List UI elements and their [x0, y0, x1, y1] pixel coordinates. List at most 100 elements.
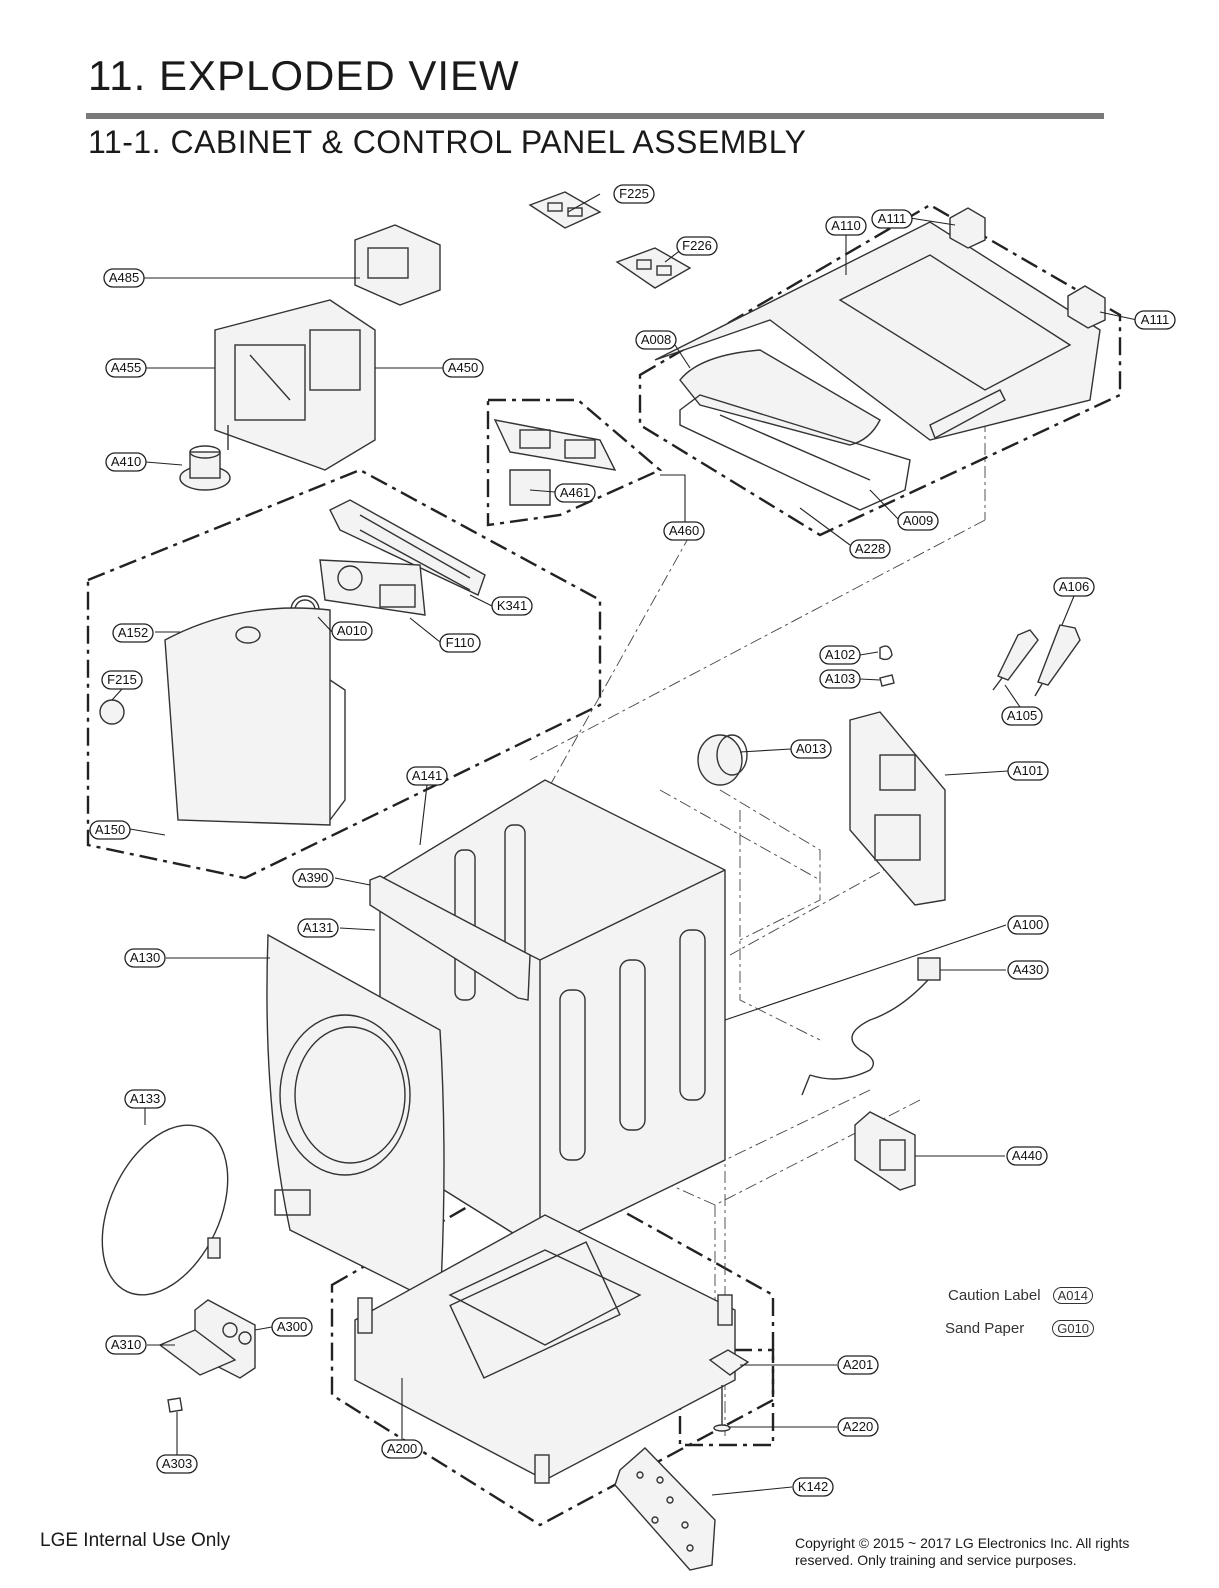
- callout-a133: A133: [124, 1089, 166, 1109]
- svg-text:A310: A310: [111, 1337, 141, 1352]
- power-cord-a430: [801, 957, 941, 1096]
- callout-a485: A485: [103, 268, 145, 288]
- callout-a152: A152: [112, 623, 154, 643]
- callout-a013: A013: [790, 739, 832, 759]
- door-panel-group-outline: [86, 468, 602, 880]
- svg-text:A220: A220: [843, 1419, 873, 1434]
- svg-text:A105: A105: [1007, 708, 1037, 723]
- svg-text:A133: A133: [130, 1091, 160, 1106]
- svg-text:A200: A200: [387, 1441, 417, 1456]
- title-rule: [86, 113, 1104, 119]
- svg-text:A111: A111: [878, 211, 906, 226]
- front-cover-a130: [266, 933, 445, 1307]
- callout-a111-right: A111: [1134, 310, 1176, 330]
- callout-a300: A300: [271, 1317, 313, 1337]
- callout-a106: A106: [1053, 577, 1095, 597]
- svg-text:A485: A485: [109, 270, 139, 285]
- knob-f215: [99, 699, 125, 725]
- foot-group-outline: [678, 1348, 775, 1447]
- leveling-foot-a220: [713, 1385, 731, 1432]
- control-panel-a008: [679, 349, 911, 511]
- control-pcb-f110: [319, 559, 426, 616]
- callout-a110: A110: [825, 216, 867, 236]
- callout-a130: A130: [124, 948, 166, 968]
- legend-label: Sand Paper: [945, 1320, 1025, 1337]
- callout-a228: A228: [849, 539, 891, 559]
- callout-a450: A450: [442, 358, 484, 378]
- callout-a103: A103: [819, 669, 861, 689]
- callout-a141: A141: [406, 766, 448, 786]
- svg-text:A390: A390: [298, 870, 328, 885]
- svg-text:F226: F226: [682, 238, 712, 253]
- footer-internal-use: LGE Internal Use Only: [40, 1530, 231, 1551]
- svg-text:A008: A008: [641, 332, 671, 347]
- callout-a410: A410: [105, 452, 147, 472]
- callout-a008: A008: [635, 330, 677, 350]
- callout-a131: A131: [297, 918, 339, 938]
- svg-text:A009: A009: [903, 513, 933, 528]
- clip-a102: [879, 645, 893, 661]
- svg-text:A461: A461: [560, 485, 590, 500]
- pump-door-a310: [158, 1329, 237, 1376]
- base-frame-a200: [354, 1214, 736, 1484]
- hinge-bracket-a111-top: [949, 207, 986, 249]
- remote-panel-k142: [614, 1447, 716, 1571]
- main-pcb-a450: [214, 299, 376, 471]
- svg-text:K142: K142: [798, 1479, 828, 1494]
- callout-a010: A010: [331, 621, 373, 641]
- callout-a009: A009: [897, 511, 939, 531]
- svg-text:A455: A455: [111, 360, 141, 375]
- callout-f226: F226: [676, 236, 718, 256]
- svg-text:A410: A410: [111, 454, 141, 469]
- clip-a103: [879, 674, 895, 687]
- callout-a111-top: A111: [871, 209, 913, 229]
- callout-a460: A460: [663, 521, 705, 541]
- svg-text:A013: A013: [796, 741, 826, 756]
- section-subtitle: 11-1. CABINET & CONTROL PANEL ASSEMBLY: [88, 124, 807, 160]
- svg-text:A141: A141: [412, 768, 442, 783]
- svg-text:A106: A106: [1059, 579, 1089, 594]
- callout-a430: A430: [1007, 960, 1049, 980]
- display-pcb-a461: [493, 419, 617, 506]
- callout-a455: A455: [105, 358, 147, 378]
- svg-text:A103: A103: [825, 671, 855, 686]
- svg-text:A130: A130: [130, 950, 160, 965]
- display-pcb-group-outline: [486, 398, 663, 527]
- back-cover-a101: [849, 711, 946, 906]
- legend-code: G010: [1052, 1320, 1095, 1337]
- pcb-cover-a485: [354, 224, 441, 306]
- drawer-insert-f226: [615, 247, 692, 289]
- svg-text:F110: F110: [446, 635, 475, 650]
- svg-text:A450: A450: [448, 360, 478, 375]
- callout-a220: A220: [837, 1417, 879, 1437]
- leader-lines: [111, 193, 1138, 1496]
- callout-a201: A201: [837, 1355, 879, 1375]
- page-title: 11. EXPLODED VIEW: [88, 52, 520, 99]
- callout-a105: A105: [1001, 706, 1043, 726]
- front-bracket-a390: [369, 875, 531, 1001]
- control-panel-frame-k341: [329, 499, 486, 596]
- callout-a461: A461: [554, 483, 596, 503]
- svg-text:A101: A101: [1013, 763, 1043, 778]
- svg-text:A102: A102: [825, 647, 855, 662]
- svg-text:A300: A300: [277, 1319, 307, 1334]
- svg-text:A131: A131: [303, 920, 333, 935]
- leg-a106: [1034, 624, 1081, 697]
- callout-k341: K341: [491, 596, 533, 616]
- noise-filter-a440: [854, 1111, 916, 1191]
- svg-text:A228: A228: [855, 541, 885, 556]
- svg-text:K341: K341: [497, 598, 527, 613]
- callout-a150: A150: [89, 820, 131, 840]
- svg-text:A100: A100: [1013, 917, 1043, 932]
- control-panel-cover-a152: [164, 607, 346, 826]
- callout-a101: A101: [1007, 761, 1049, 781]
- footer-copyright: Copyright © 2015 ~ 2017 LG Electronics I…: [795, 1535, 1130, 1568]
- callout-f225: F225: [613, 184, 655, 204]
- callout-f215: F215: [101, 670, 143, 690]
- svg-text:A150: A150: [95, 822, 125, 837]
- svg-text:A440: A440: [1012, 1148, 1042, 1163]
- sensor-a410: [179, 425, 231, 491]
- callout-a303: A303: [156, 1454, 198, 1474]
- hinge-bracket-a111-right: [1067, 285, 1106, 329]
